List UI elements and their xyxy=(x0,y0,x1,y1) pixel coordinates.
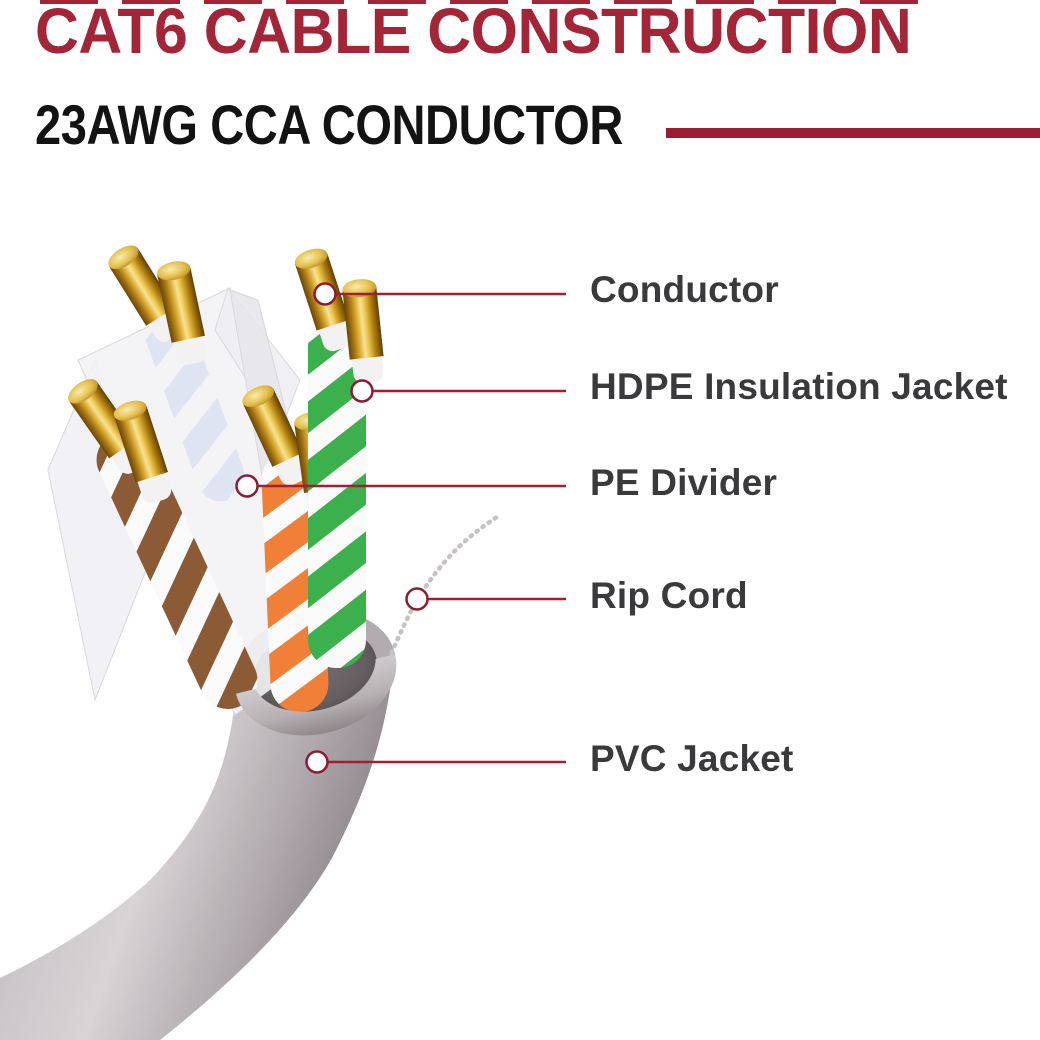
callout-label-pe-divider: PE Divider xyxy=(590,462,778,504)
conductor-pin-brown-b xyxy=(113,400,172,504)
cropped-top-text-remnants xyxy=(40,0,918,4)
callout-dot-rip-cord xyxy=(405,587,429,611)
callout-dot-pe-divider xyxy=(235,474,259,498)
twisted-pair-green xyxy=(308,318,366,668)
page-title: CAT6 CABLE CONSTRUCTION xyxy=(35,0,912,67)
page-subtitle: 23AWG CCA CONDUCTOR xyxy=(35,93,623,156)
pvc-jacket-body xyxy=(0,655,394,1040)
subtitle-rule xyxy=(666,128,1040,138)
conductor-pin-blue-b xyxy=(156,261,207,365)
callout-label-hdpe-insulation-jacket: HDPE Insulation Jacket xyxy=(590,366,1008,408)
callout-label-pvc-jacket: PVC Jacket xyxy=(590,738,794,780)
callout-dot-hdpe xyxy=(350,379,374,403)
jacket-rim-front xyxy=(235,654,397,736)
callout-dots xyxy=(235,282,429,774)
callout-label-conductor: Conductor xyxy=(590,269,779,311)
callout-dot-pvc-jacket xyxy=(305,750,329,774)
callout-leaders xyxy=(257,292,566,764)
callout-label-rip-cord: Rip Cord xyxy=(590,575,748,617)
twisted-pair-brown xyxy=(96,431,258,709)
callout-dot-conductor xyxy=(313,282,337,306)
